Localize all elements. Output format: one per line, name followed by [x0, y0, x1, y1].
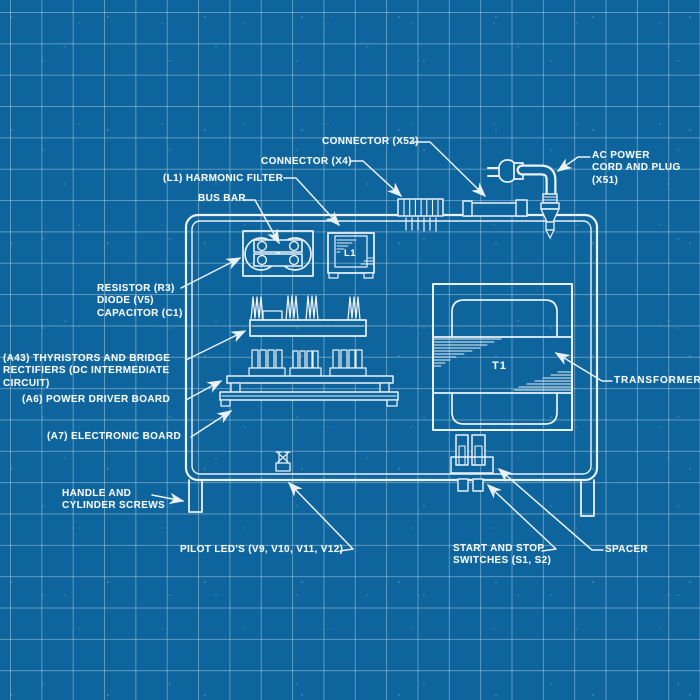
right-leg [580, 479, 595, 517]
left-leg [188, 479, 203, 513]
leader-transformer [554, 352, 613, 382]
label-resistor-group: RESISTOR (R3) DIODE (V5) CAPACITOR (C1) [97, 283, 183, 319]
leader-harmonic-filter [283, 177, 341, 227]
label-transformer: TRANSFORMER [614, 375, 700, 386]
ac-plug-drawing [487, 159, 560, 239]
leader-ac-power [556, 156, 591, 172]
switches-drawing [450, 434, 494, 492]
connector-x4-drawing [397, 198, 444, 232]
leader-pilot-leds [287, 481, 354, 552]
harmonic-filter-drawing [327, 232, 375, 279]
label-thyristors: (A43) THYRISTORS AND BRIDGE RECTIFIERS (… [3, 353, 171, 389]
label-electronic-board: (A7) ELECTRONIC BOARD [47, 431, 182, 442]
label-harmonic-filter: (L1) HARMONIC FILTER [163, 173, 284, 184]
board-stack-drawing [219, 349, 399, 407]
power-driver-board [226, 375, 394, 384]
label-spacer: SPACER [605, 544, 649, 555]
leader-connector-x4 [349, 160, 403, 198]
leader-power-driver [185, 380, 223, 401]
label-start-stop: START AND STOP SWITCHES (S1, S2) [453, 543, 552, 567]
label-pilot-leds: PILOT LED'S (V9, V10, V11, V12) [180, 544, 344, 555]
leader-handle [151, 492, 185, 505]
label-bus-bar: BUS BAR [198, 193, 247, 204]
chassis-outline [184, 213, 599, 517]
label-power-driver: (A6) POWER DRIVER BOARD [22, 394, 171, 405]
leader-thyristors [185, 330, 247, 361]
bus-bar-drawing [242, 230, 314, 277]
leader-lines [151, 141, 613, 552]
thyristor-heatsink-drawing [249, 295, 367, 337]
label-ac-power: AC POWER CORD AND PLUG (X51) [592, 150, 681, 186]
label-connector-x4: CONNECTOR (X4) [261, 156, 352, 167]
connector-x52-drawing [462, 199, 528, 217]
leader-spacer [497, 468, 604, 551]
leader-connector-x52 [412, 141, 487, 198]
pilot-led-drawing [275, 451, 291, 472]
label-handle: HANDLE AND CYLINDER SCREWS [62, 488, 166, 512]
leader-bus-bar [242, 199, 280, 245]
leader-resistor-group [180, 257, 242, 289]
label-t1: T1 [492, 360, 507, 372]
leader-electronic-board [190, 410, 233, 438]
label-connector-x52: CONNECTOR (X52) [322, 136, 419, 147]
leader-start-stop [486, 483, 557, 552]
label-l1: L1 [344, 248, 357, 259]
transformer-drawing [432, 283, 573, 431]
